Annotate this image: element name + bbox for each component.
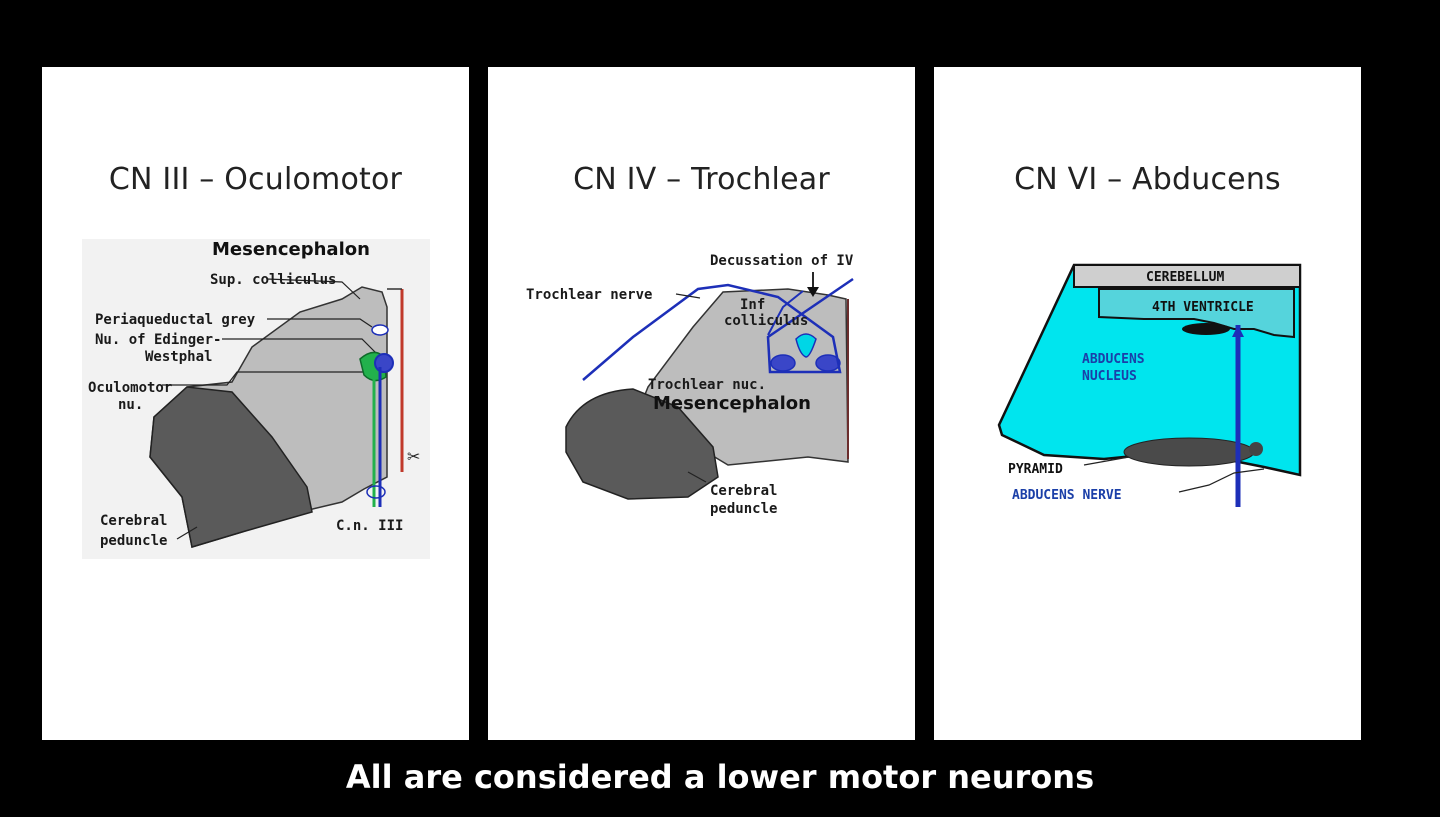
- label-pyramid: PYRAMID: [1008, 462, 1063, 477]
- panel-trochlear: CN IV – Trochlear Decussation of IV Troc…: [488, 67, 915, 740]
- label-abducens-nucleus-1: ABDUCENS: [1082, 352, 1145, 367]
- label-oculomotor-nucleus-1: Oculomotor: [88, 380, 172, 396]
- label-decussation: Decussation of IV: [710, 253, 854, 269]
- nerve-root-shape: [366, 485, 386, 499]
- footer-caption: All are considered a lower motor neurons: [345, 758, 1095, 796]
- label-cerebellum: CEREBELLUM: [1146, 270, 1224, 285]
- panel-oculomotor: CN III – Oculomotor ✂ Mesencephalon Sup.…: [42, 67, 469, 740]
- fourth-ventricle-shape: [1098, 288, 1295, 339]
- label-inf-colliculus-1: Inf: [740, 297, 765, 313]
- label-cerebral-peduncle-1: Cerebral: [100, 513, 167, 529]
- trochlear-diagram: Decussation of IV Trochlear nerve Inf co…: [526, 253, 854, 517]
- label-abducens-nucleus-2: NUCLEUS: [1082, 369, 1137, 384]
- pyramid-dot: [1249, 442, 1263, 456]
- pyramid-shape: [1123, 437, 1255, 467]
- label-fourth-ventricle: 4TH VENTRICLE: [1152, 300, 1254, 315]
- decussation-arrow-icon: [807, 287, 819, 297]
- label-inf-colliculus-2: colliculus: [724, 313, 808, 329]
- panel-title: CN VI – Abducens: [1014, 162, 1281, 197]
- label-cerebral-peduncle-2: peduncle: [710, 501, 777, 517]
- aqueduct-shape: [795, 333, 817, 358]
- label-cn-iii: C.n. III: [336, 518, 403, 534]
- scissors-icon: ✂: [407, 447, 420, 466]
- abducens-nucleus-shape: [1182, 323, 1230, 335]
- trochlear-fiber-branch: [767, 290, 804, 336]
- aqueduct-shape: [371, 324, 389, 336]
- trochlear-nucleus-left: [770, 354, 796, 372]
- cerebral-peduncle-shape: [565, 388, 719, 500]
- label-trochlear-nerve: Trochlear nerve: [526, 287, 652, 303]
- abducens-diagram: CEREBELLUM 4TH VENTRICLE ABDUCENS NUCLEU…: [997, 263, 1302, 507]
- label-cerebral-peduncle-2: peduncle: [100, 533, 167, 549]
- oculomotor-diagram: ✂ Mesencephalon Sup. colliculus Periaque…: [82, 239, 430, 559]
- label-sup-colliculus: Sup. colliculus: [210, 272, 336, 288]
- panel-title: CN III – Oculomotor: [108, 162, 403, 197]
- label-mesencephalon: Mesencephalon: [653, 393, 811, 414]
- label-trochlear-nucleus: Trochlear nuc.: [648, 377, 766, 393]
- oculomotor-nucleus: [374, 353, 394, 373]
- trochlear-nerve-fiber: [582, 277, 854, 381]
- label-edinger-westphal-2: Westphal: [145, 349, 212, 365]
- cerebral-peduncle-shape: [149, 386, 313, 548]
- panel-abducens: CN VI – Abducens CEREBELLUM 4TH VENTRICL…: [934, 67, 1361, 740]
- label-edinger-westphal-1: Nu. of Edinger-: [95, 332, 221, 348]
- nerve-arrow-icon: [1232, 325, 1244, 337]
- label-abducens-nerve: ABDUCENS NERVE: [1012, 488, 1122, 503]
- panel-title: CN IV – Trochlear: [573, 162, 830, 197]
- label-mesencephalon: Mesencephalon: [212, 239, 370, 260]
- cerebellum-shape: [1073, 264, 1301, 288]
- label-oculomotor-nucleus-2: nu.: [118, 397, 143, 413]
- label-cerebral-peduncle-1: Cerebral: [710, 483, 777, 499]
- label-periaqueductal-grey: Periaqueductal grey: [95, 312, 256, 328]
